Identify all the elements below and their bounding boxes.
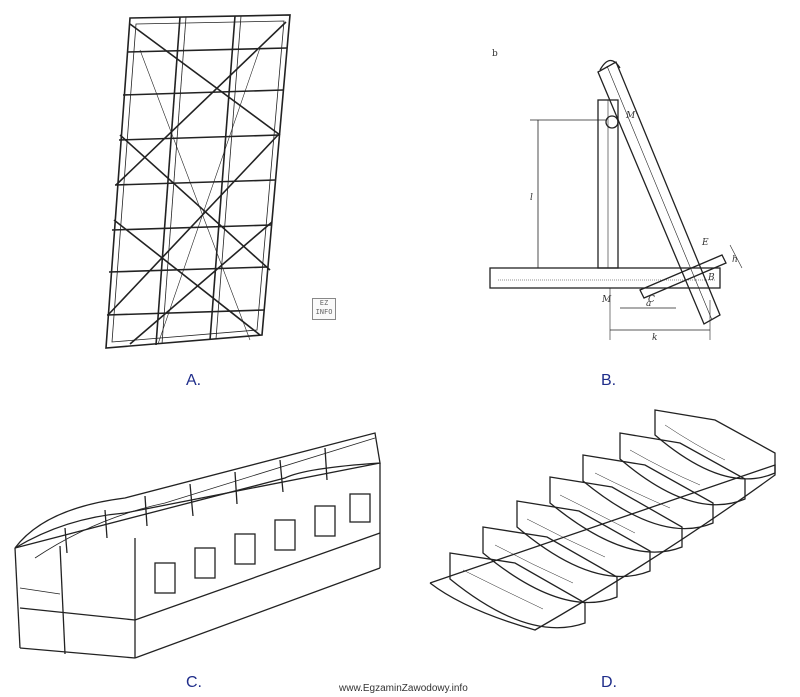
label-h: h — [732, 255, 738, 265]
vault-formwork-drawing — [14, 432, 381, 659]
label-b: B. — [601, 372, 617, 389]
diagram-b-letter: b — [492, 49, 498, 59]
label-m-prime: M' — [625, 111, 638, 121]
measuring-device-drawing: b M' M C B E l a k h — [489, 49, 743, 343]
truss-frame-drawing — [105, 14, 291, 349]
label-c: C. — [186, 674, 202, 691]
label-e: E — [701, 238, 709, 248]
label-m: M — [601, 295, 612, 305]
label-k: k — [652, 333, 657, 343]
label-b: B — [707, 273, 715, 283]
label-d: D. — [601, 674, 617, 691]
ez-info-logo: EZ INFO — [312, 298, 336, 320]
label-c: C — [648, 295, 655, 305]
logo-line2: INFO — [315, 308, 333, 316]
logo-line1: EZ — [319, 299, 329, 307]
arch-templates-drawing — [429, 409, 776, 631]
label-a-dim: a — [646, 299, 651, 309]
site-watermark: www.EgzaminZawodowy.info — [339, 683, 468, 694]
label-a: A. — [186, 372, 202, 389]
label-l: l — [530, 193, 533, 203]
